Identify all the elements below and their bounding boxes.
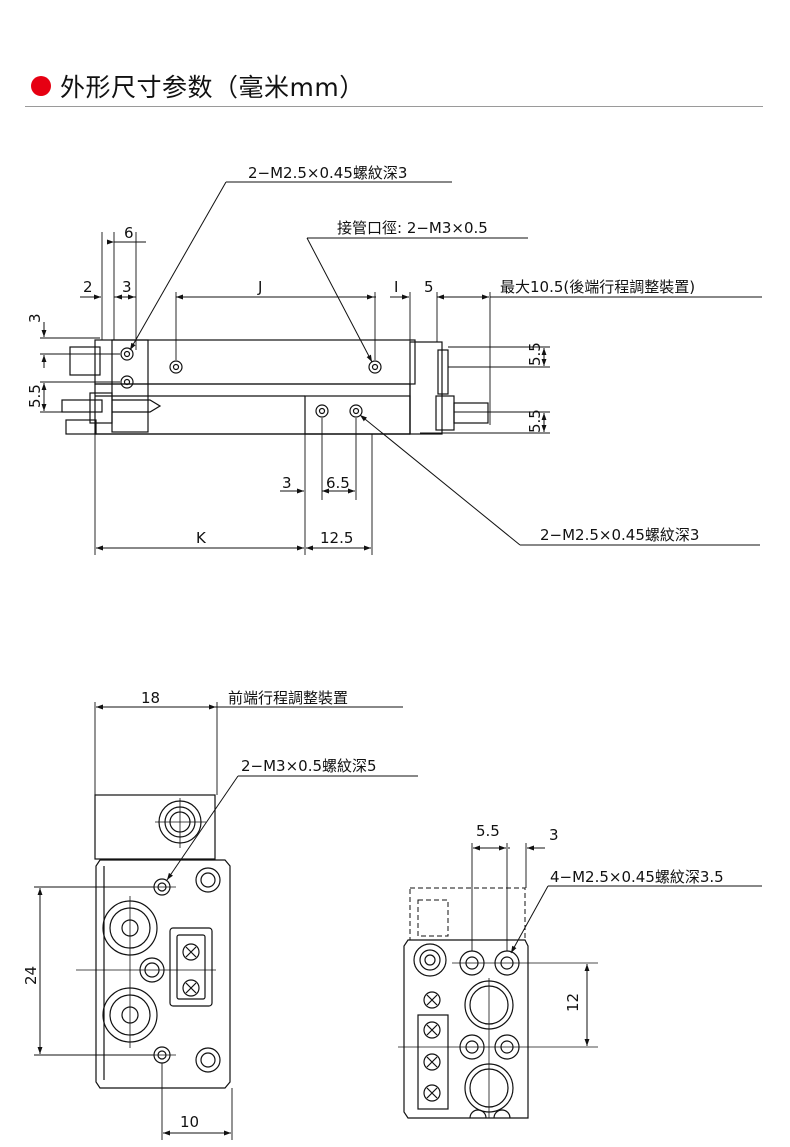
- end-view-hidden-lines: [409, 887, 526, 941]
- dim-5: 5: [424, 278, 434, 296]
- dim-5-5-left: 5.5: [26, 384, 44, 408]
- front-view-extension-lines: [34, 702, 233, 1140]
- side-view-holes: [120, 347, 382, 418]
- end-view-holes: [413, 943, 520, 1119]
- dim-3: 3: [549, 826, 559, 844]
- end-view-dimension-lines: [473, 845, 590, 1046]
- dim-3-bottom: 3: [282, 474, 292, 492]
- dim-3-top: 3: [122, 278, 132, 296]
- dim-6-5: 6.5: [326, 474, 350, 492]
- dim-2: 2: [83, 278, 93, 296]
- dim-3-left: 3: [26, 313, 44, 323]
- dim-5-5-right-top: 5.5: [526, 342, 544, 366]
- red-bullet-icon: [31, 76, 51, 96]
- dim-18: 18: [141, 689, 160, 707]
- front-view: 18 前端行程調整裝置 2−M3×0.5螺紋深5 24 10: [22, 689, 418, 1140]
- callout-port: 接管口徑: 2−M3×0.5: [337, 219, 488, 237]
- side-view-extension-lines: [40, 232, 550, 555]
- end-view-centerlines: [398, 962, 598, 1118]
- callout-front-thread: 2−M3×0.5螺紋深5: [241, 757, 377, 775]
- callout-front-stroke: 前端行程調整裝置: [228, 689, 348, 707]
- side-view-leaders: [129, 181, 760, 546]
- dim-I: I: [394, 278, 398, 296]
- side-view-labels: 2−M2.5×0.45螺紋深3 接管口徑: 2−M3×0.5 最大10.5(後端…: [26, 164, 699, 547]
- dim-5-5: 5.5: [476, 822, 500, 840]
- front-view-labels: 18 前端行程調整裝置 2−M3×0.5螺紋深5 24 10: [22, 689, 377, 1131]
- callout-max-stroke: 最大10.5(後端行程調整裝置): [500, 278, 695, 296]
- end-view-labels: 5.5 3 4−M2.5×0.45螺紋深3.5 12: [476, 822, 724, 1012]
- front-view-holes: [102, 800, 221, 1073]
- front-view-dimension-lines: [37, 704, 403, 1136]
- dim-J: J: [257, 278, 262, 296]
- section-title: 外形尺寸参数（毫米mm）: [60, 73, 365, 102]
- dim-10: 10: [180, 1113, 199, 1131]
- dim-6: 6: [124, 224, 134, 242]
- front-view-leaders: [166, 775, 418, 881]
- end-view: 5.5 3 4−M2.5×0.45螺紋深3.5 12: [398, 822, 762, 1119]
- front-view-centerlines: [76, 798, 216, 1056]
- side-view-dimension-lines: [41, 241, 762, 551]
- end-view-leaders: [510, 885, 762, 954]
- callout-end-thread: 4−M2.5×0.45螺紋深3.5: [550, 868, 724, 886]
- dim-K: K: [196, 529, 207, 547]
- header-divider: [25, 106, 763, 107]
- dim-5-5-right-bottom: 5.5: [526, 409, 544, 433]
- dim-12-5: 12.5: [320, 529, 353, 547]
- callout-thread-bottom: 2−M2.5×0.45螺紋深3: [540, 526, 699, 544]
- callout-thread-top: 2−M2.5×0.45螺紋深3: [248, 164, 407, 182]
- front-view-body: [94, 794, 231, 1089]
- end-view-body: [403, 939, 529, 1119]
- section-header: 外形尺寸参数（毫米mm）: [0, 0, 790, 110]
- dim-12: 12: [564, 993, 582, 1012]
- side-view: 2−M2.5×0.45螺紋深3 接管口徑: 2−M3×0.5 最大10.5(後端…: [26, 164, 762, 555]
- end-view-extension-lines: [471, 843, 527, 951]
- dim-24: 24: [22, 966, 40, 985]
- side-view-body: [61, 339, 489, 435]
